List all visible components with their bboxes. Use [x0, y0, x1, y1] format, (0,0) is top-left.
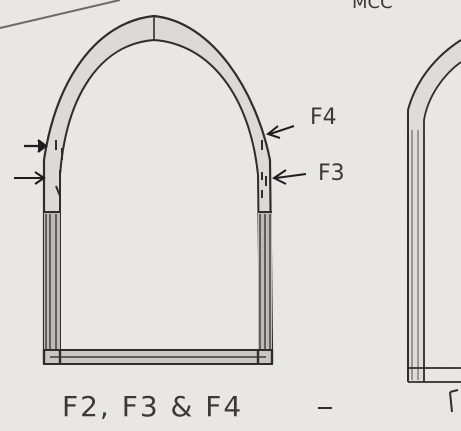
right-partial-arch-outer — [407, 39, 461, 382]
left-jamb-lines — [45, 214, 57, 350]
inner-arch-line — [59, 38, 261, 351]
left-arrow-upper — [24, 139, 48, 153]
right-partial-sill — [408, 367, 461, 383]
top-right-text: MCC — [352, 0, 393, 13]
right-partial-label-fragment — [449, 389, 459, 413]
right-partial-jamb-lines — [411, 130, 419, 380]
main-arch — [42, 14, 274, 365]
left-arrow-lower — [14, 171, 46, 185]
sill-right-end — [256, 350, 274, 364]
left-section-marks — [55, 140, 63, 197]
caption: F2, F3 & F4 — [62, 390, 243, 423]
top-left-sketch-line — [0, 0, 121, 29]
sill-left-end — [42, 350, 62, 364]
callout-f3: F3 — [272, 161, 345, 186]
right-partial-arch — [407, 39, 461, 413]
callout-f4: F4 — [265, 105, 337, 139]
right-jamb-lines — [259, 214, 271, 350]
right-partial-arch-inner — [423, 61, 461, 382]
right-partial-arch-shading — [408, 40, 461, 382]
callout-f4-label: F4 — [310, 105, 337, 130]
callout-f3-label: F3 — [318, 161, 345, 186]
right-section-marks — [261, 140, 267, 198]
